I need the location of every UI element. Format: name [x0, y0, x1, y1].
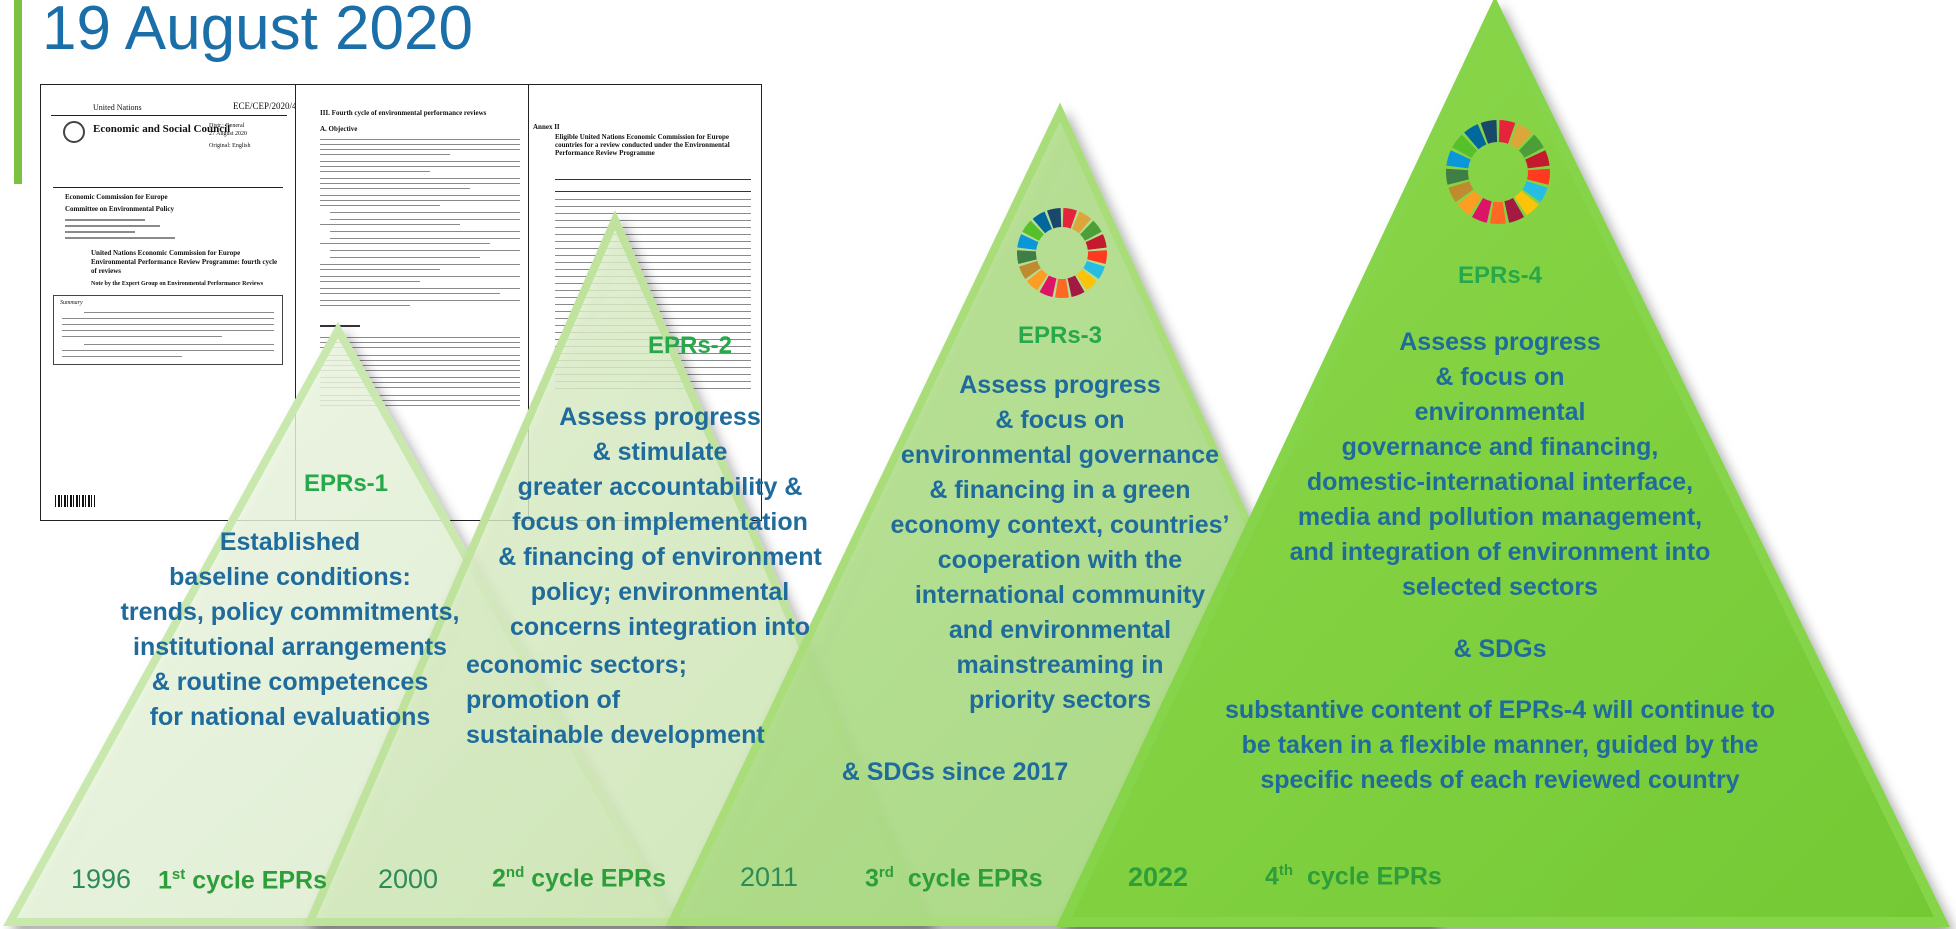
- sdg-wheel-segment: [1083, 260, 1105, 280]
- epr4-sdgs: & SDGs: [1453, 635, 1547, 663]
- epr3-year: 2011: [740, 862, 799, 892]
- sdg-wheel-segment: [1055, 278, 1069, 298]
- barcode-icon: [55, 495, 95, 507]
- sdg-wheel-segment: [1076, 269, 1098, 291]
- sdg-wheel-segment: [1509, 124, 1532, 150]
- doc-original: Original: English: [209, 143, 251, 149]
- sdg-wheel-segment: [1047, 208, 1062, 229]
- epr4-year: 2022: [1128, 862, 1189, 892]
- epr3-description: Assess progress & focus on environmental…: [890, 371, 1230, 714]
- sdg-wheel-segment: [1087, 250, 1107, 265]
- sdg-wheel-segment: [1062, 208, 1077, 229]
- un-emblem-icon: [63, 121, 85, 143]
- sdg-wheel-segment: [1489, 201, 1507, 225]
- epr3-title: EPRs-3: [1017, 322, 1103, 349]
- sdg-wheel-segment: [1067, 275, 1085, 297]
- doc-committee: Committee on Environmental Policy: [65, 205, 174, 213]
- sdg-wheel-segment: [1498, 120, 1516, 144]
- sdg-wheel-segment: [1017, 250, 1037, 265]
- epr1-description: Established baseline conditions: trends,…: [120, 528, 460, 731]
- epr4-description: Assess progress & focus on environmental…: [1289, 328, 1711, 601]
- sdg-wheel-segment: [1026, 269, 1048, 291]
- doc-date: 27 August 2020: [209, 131, 248, 137]
- sdg-wheel-segment: [1080, 220, 1102, 241]
- doc-annex-title: Eligible United Nations Economic Commiss…: [555, 133, 730, 157]
- sdg-wheel-segment: [1527, 168, 1551, 185]
- doc-annex: Annex II: [533, 123, 560, 131]
- doc-council: Economic and Social Council: [93, 123, 231, 135]
- sdg-wheel-segment: [1039, 275, 1057, 297]
- epr4-note: substantive content of EPRs-4 will conti…: [1224, 696, 1776, 794]
- doc-summary-label: Summary: [60, 300, 83, 306]
- sdg-wheel-segment: [1457, 190, 1482, 216]
- doc-distribution: Distr.: General: [209, 123, 245, 129]
- epr1-cycle: 1st cycle EPRs: [158, 866, 328, 895]
- epr3-sdgs: & SDGs since 2017: [841, 758, 1069, 786]
- sdg-wheel-segment: [1525, 150, 1550, 169]
- epr1-title: EPRs-1: [303, 470, 389, 497]
- doc-objective: A. Objective: [320, 125, 358, 133]
- sdg-wheel-segment: [1085, 234, 1107, 250]
- epr4-cycle: 4th cycle EPRs: [1265, 862, 1442, 891]
- doc-org: United Nations: [93, 103, 142, 112]
- slide-title: 19 August 2020: [42, 0, 473, 63]
- sdg-wheel-segment: [1480, 120, 1498, 144]
- doc-symbol: ECE/CEP/2020/4: [233, 101, 296, 111]
- triangle-epr-4: [1056, 0, 1951, 927]
- sdg-wheel-icon: [1446, 120, 1551, 225]
- accent-bar: [14, 0, 22, 184]
- sdg-wheel-icon: [1017, 208, 1107, 298]
- sdg-wheel-segment: [1022, 220, 1044, 241]
- doc-commission: Economic Commission for Europe: [65, 193, 168, 201]
- sdg-wheel-segment: [1446, 168, 1469, 185]
- epr3-cycle: 3rd cycle EPRs: [865, 864, 1043, 893]
- sdg-wheel-segment: [1032, 211, 1052, 234]
- sdg-wheel-segment: [1448, 181, 1474, 203]
- sdg-wheel-segment: [1514, 190, 1539, 216]
- epr2-cycle: 2nd cycle EPRs: [492, 864, 667, 893]
- sdg-wheel-segment: [1019, 260, 1041, 280]
- sdg-wheel-segment: [1504, 197, 1525, 223]
- epr2-title: EPRs-2: [647, 332, 733, 359]
- doc-note: Note by the Expert Group on Environmenta…: [91, 281, 264, 287]
- sdg-wheel-segment: [1452, 134, 1478, 158]
- sdg-wheel-segment: [1072, 211, 1092, 234]
- doc-section-title: III. Fourth cycle of environmental perfo…: [320, 109, 487, 117]
- sdg-wheel-segment: [1017, 234, 1039, 250]
- epr2-year: 2000: [378, 864, 439, 894]
- document-page-1: United Nations ECE/CEP/2020/4 Economic a…: [40, 84, 296, 521]
- sdg-wheel-segment: [1522, 181, 1548, 203]
- epr1-year: 1996: [71, 864, 132, 894]
- epr2-description-left: economic sectors; promotion of sustainab…: [466, 651, 765, 749]
- epr4-title: EPRs-4: [1457, 262, 1543, 289]
- sdg-wheel-segment: [1464, 124, 1487, 150]
- sdg-wheel-segment: [1471, 197, 1492, 223]
- sdg-wheel-segment: [1518, 134, 1544, 158]
- epr2-description: Assess progress & stimulate greater acco…: [498, 403, 822, 641]
- doc-report-title: United Nations Economic Commission for E…: [91, 249, 278, 275]
- sdg-wheel-segment: [1446, 150, 1471, 169]
